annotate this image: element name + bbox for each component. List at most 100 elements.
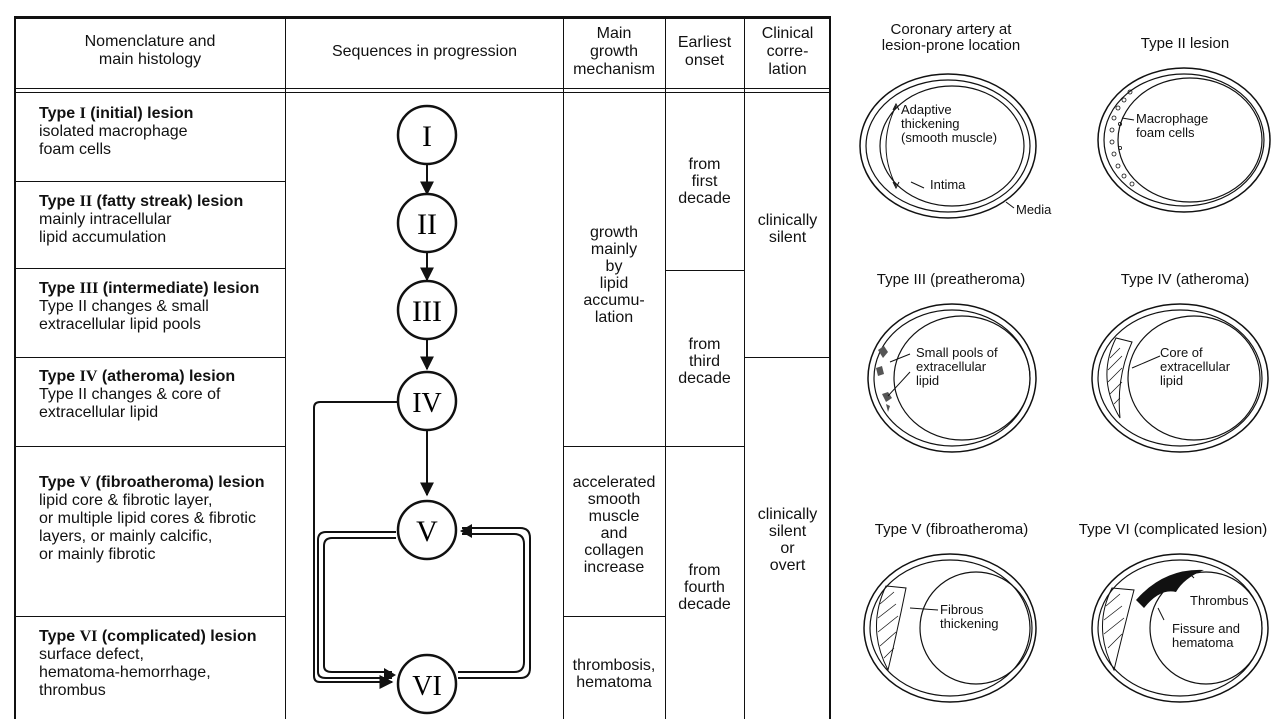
type-prefix: Type xyxy=(39,474,80,491)
node-iii: III xyxy=(396,279,458,341)
vessel-outer xyxy=(859,73,1037,219)
figure-6-artery xyxy=(1091,553,1269,703)
leader-line xyxy=(1187,571,1195,579)
onset-fourth-decade: from fourth decade xyxy=(678,562,731,613)
type-prefix: Type xyxy=(39,368,80,385)
column-divider xyxy=(285,16,286,719)
figure-6-annotation-fissure: Fissure and hematoma xyxy=(1172,621,1240,650)
mechanism-divider xyxy=(563,446,666,447)
figure-1-annotation-intima: Intima xyxy=(930,177,966,192)
node-label: VI xyxy=(412,671,442,702)
table-left-border xyxy=(14,16,16,719)
figure-5-title: Type V (fibroatheroma) xyxy=(874,521,1029,538)
node-vi: VI xyxy=(396,653,458,715)
row-divider xyxy=(14,268,286,269)
foam-cells xyxy=(1109,89,1135,187)
type-numeral: IV xyxy=(79,368,98,385)
row-divider xyxy=(14,446,286,447)
lesion-type-name: Type IV (atheroma) lesion xyxy=(39,368,284,386)
node-label: I xyxy=(422,120,432,153)
figure-2-annotation-foam-cells: Macrophage foam cells xyxy=(1136,111,1209,140)
header-sequences: Sequences in progression xyxy=(331,43,517,60)
lesion-row-type-ii: Type II (fatty streak) lesion mainly int… xyxy=(39,193,279,247)
mechanism-lipid: growth mainly by lipid accumu- lation xyxy=(583,224,645,326)
header-nomenclature: Nomenclature and main histology xyxy=(84,33,216,68)
header-separator-2 xyxy=(14,92,831,93)
lesion-histology: Type II changes & small extracellular li… xyxy=(39,298,209,333)
onset-third-decade: from third decade xyxy=(678,336,731,387)
lesion-type-name: Type V (fibroatheroma) lesion xyxy=(39,474,284,492)
lipid-core xyxy=(1106,337,1133,419)
vessel-media xyxy=(1097,309,1263,447)
clinical-divider xyxy=(744,357,831,358)
lesion-classification-table: Nomenclature and main histology Sequence… xyxy=(14,16,831,719)
arrow-vi-to-v-head xyxy=(460,524,472,538)
type-numeral: V xyxy=(79,474,92,491)
lesion-row-type-iv: Type IV (atheroma) lesion Type II change… xyxy=(39,368,284,422)
fibrous-hatch xyxy=(877,591,899,659)
node-label: II xyxy=(417,208,437,241)
figure-4-title: Type IV (atheroma) xyxy=(1120,271,1250,288)
column-divider xyxy=(744,16,745,719)
type-suffix: (atheroma) lesion xyxy=(97,368,236,385)
mechanism-smooth-muscle: accelerated smooth muscle and collagen i… xyxy=(572,474,656,576)
figure-3-annotation-lipid-pools: Small pools of extracellular lipid xyxy=(916,345,998,388)
arrow-iv-to-vi xyxy=(313,401,398,689)
vessel-outer xyxy=(1091,553,1269,703)
type-suffix: (fibroatheroma) lesion xyxy=(91,474,265,491)
type-numeral: I xyxy=(79,105,86,122)
node-label: IV xyxy=(412,388,442,419)
table-top-border xyxy=(14,16,831,19)
type-suffix: (fatty streak) lesion xyxy=(92,193,244,210)
figure-6-annotation-thrombus: Thrombus xyxy=(1190,593,1249,608)
thickening-arc xyxy=(885,105,897,187)
node-label: III xyxy=(412,295,442,328)
figure-1-title: Coronary artery at lesion-prone location xyxy=(881,21,1021,54)
vessel-lumen xyxy=(879,85,1025,207)
leader-line xyxy=(910,181,925,189)
vessel-lumen xyxy=(919,571,1033,685)
table-right-border xyxy=(829,16,831,719)
type-suffix: (initial) lesion xyxy=(85,105,194,122)
lesion-row-type-vi: Type VI (complicated) lesion surface def… xyxy=(39,628,284,700)
column-divider xyxy=(563,16,564,719)
vessel-lumen xyxy=(893,315,1031,441)
node-iv: IV xyxy=(396,370,458,432)
figure-5-artery xyxy=(863,553,1037,703)
leader-line xyxy=(909,607,939,611)
figure-4-annotation-core: Core of extracellular lipid xyxy=(1160,345,1231,388)
vessel-outer xyxy=(867,303,1037,453)
lesion-row-type-v: Type V (fibroatheroma) lesion lipid core… xyxy=(39,474,284,564)
onset-divider xyxy=(665,270,745,271)
header-mechanism: Main growth mechanism xyxy=(573,25,655,78)
vessel-media xyxy=(869,559,1031,697)
type-prefix: Type xyxy=(39,105,80,122)
lesion-body xyxy=(1102,587,1135,672)
figure-1-artery xyxy=(859,73,1037,219)
leader-line xyxy=(887,371,911,397)
thrombus-shape xyxy=(1136,569,1204,608)
onset-first-decade: from first decade xyxy=(678,156,731,207)
lesion-histology: lipid core & fibrotic layer, or multiple… xyxy=(39,492,256,563)
arrow-v-to-vi-inner xyxy=(323,537,396,673)
vessel-outer xyxy=(863,553,1037,703)
type-numeral: II xyxy=(79,193,93,210)
vessel-media xyxy=(865,79,1031,213)
lesion-type-name: Type II (fatty streak) lesion xyxy=(39,193,279,211)
header-separator xyxy=(14,88,831,89)
leader-line xyxy=(1121,117,1135,121)
type-prefix: Type xyxy=(39,280,80,297)
lesion-histology: isolated macrophage foam cells xyxy=(39,123,188,158)
lesion-histology: mainly intracellular lipid accumulation xyxy=(39,211,172,246)
onset-divider xyxy=(665,446,745,447)
type-suffix: (complicated) lesion xyxy=(97,628,257,645)
leader-line xyxy=(1005,201,1015,209)
row-divider xyxy=(14,357,286,358)
lesion-type-name: Type VI (complicated) lesion xyxy=(39,628,284,646)
type-numeral: VI xyxy=(79,628,98,645)
figure-3-artery xyxy=(867,303,1037,453)
type-prefix: Type xyxy=(39,193,80,210)
figure-2-artery xyxy=(1097,67,1271,213)
vessel-lumen xyxy=(1127,315,1261,441)
lesion-row-type-iii: Type III (intermediate) lesion Type II c… xyxy=(39,280,284,334)
